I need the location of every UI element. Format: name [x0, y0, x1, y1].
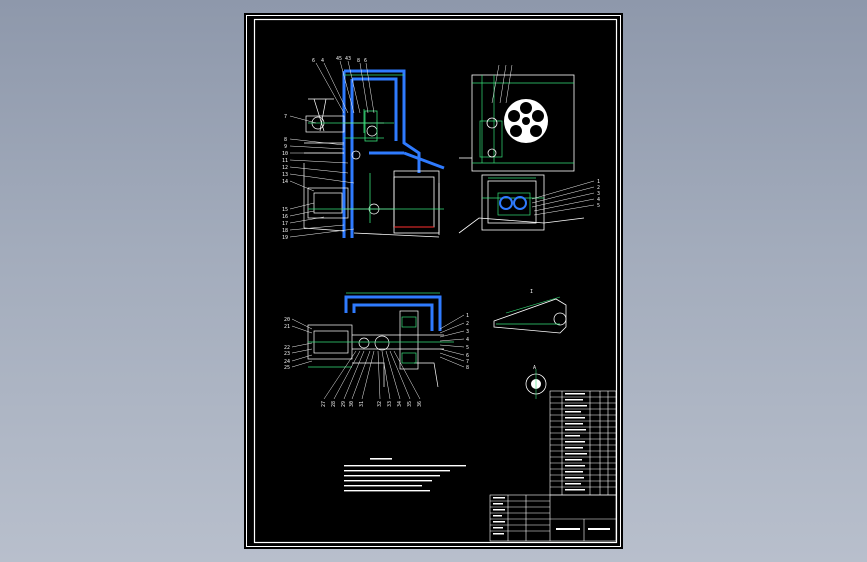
callout-label: 13 — [282, 172, 288, 178]
callout-label: 28 — [331, 401, 337, 407]
callout-label: 17 — [282, 221, 288, 227]
side-view: 1 2 3 4 5 — [458, 64, 600, 234]
callout-label: 34 — [397, 401, 403, 407]
notes-heading-line — [370, 458, 392, 460]
callout-label: 22 — [284, 345, 290, 351]
callout-label: 32 — [377, 401, 383, 407]
left-leaders — [289, 115, 355, 238]
callout-label: 4 — [597, 197, 600, 203]
lever-detail: I — [493, 289, 567, 334]
left-callout-labels: 7 8 9 10 11 12 13 14 15 16 17 18 19 — [282, 114, 288, 241]
callout-label: 35 — [407, 401, 413, 407]
sheet-frame — [246, 15, 621, 547]
callout-label: 9 — [284, 144, 287, 150]
notes-line — [344, 470, 450, 472]
notes-line — [344, 465, 466, 467]
callout-label: 6 — [364, 58, 367, 64]
side-leaders — [491, 64, 595, 216]
title-block-drawing-number — [588, 528, 610, 530]
callout-label: 3 — [597, 191, 600, 197]
title-block — [489, 494, 617, 542]
top-callout-labels: 6 4 45 43 8 6 — [312, 56, 367, 64]
callout-label: 8 — [466, 365, 469, 371]
notes-line — [344, 480, 432, 482]
callout-label: 8 — [284, 137, 287, 143]
callout-label: 20 — [284, 317, 290, 323]
notes-line — [344, 475, 440, 477]
notes-line — [344, 490, 430, 492]
callout-label: 18 — [282, 228, 288, 234]
callout-label: 23 — [284, 351, 290, 357]
lower-bottom-leaders — [323, 350, 421, 400]
callout-label: 45 — [336, 56, 342, 62]
roller-pair — [497, 192, 531, 216]
side-outline — [458, 74, 585, 234]
callout-label: 16 — [282, 214, 288, 220]
parts-list-entries — [565, 393, 587, 491]
callout-label: 6 — [466, 353, 469, 359]
circle-detail-label: A — [533, 365, 536, 371]
callout-label: 30 — [349, 401, 355, 407]
callout-label: 36 — [417, 401, 423, 407]
lower-section-view: 20 21 22 23 24 25 — [284, 292, 469, 407]
callout-label: 24 — [284, 359, 290, 365]
lower-right-labels: 1 2 3 4 5 6 7 8 — [466, 313, 469, 371]
callout-label: 33 — [387, 401, 393, 407]
callout-label: 1 — [597, 179, 600, 185]
lower-outline — [307, 310, 444, 388]
circle-detail: A — [525, 365, 547, 399]
top-leaders — [315, 60, 375, 114]
callout-label: 2 — [466, 321, 469, 327]
callout-label: 4 — [321, 58, 324, 64]
callout-label: 19 — [282, 235, 288, 241]
callout-label: 10 — [282, 151, 288, 157]
drawing-sheet: 6 4 45 43 8 6 — [244, 13, 623, 549]
callout-label: 14 — [282, 179, 288, 185]
callout-label: 6 — [312, 58, 315, 64]
callout-label: 5 — [466, 345, 469, 351]
technical-notes — [344, 458, 466, 492]
callout-label: 43 — [345, 56, 351, 62]
lower-left-leaders — [291, 318, 313, 368]
assembly-drawing: 6 4 45 43 8 6 — [246, 15, 621, 547]
front-section-view: 6 4 45 43 8 6 — [282, 56, 445, 241]
lever-detail-label: I — [530, 289, 533, 295]
side-callout-labels: 1 2 3 4 5 — [597, 179, 600, 209]
callout-label: 21 — [284, 324, 290, 330]
callout-label: 27 — [321, 401, 327, 407]
callout-label: 11 — [282, 158, 288, 164]
callout-label: 31 — [359, 401, 365, 407]
callout-label: 29 — [341, 401, 347, 407]
callout-label: 8 — [357, 58, 360, 64]
callout-label: 1 — [466, 313, 469, 319]
callout-label: 3 — [466, 329, 469, 335]
callout-label: 12 — [282, 165, 288, 171]
title-block-drawing-name — [556, 528, 580, 530]
title-block-entries — [493, 497, 610, 535]
lower-left-labels: 20 21 22 23 24 25 — [284, 317, 290, 371]
lower-dimension-lines — [308, 292, 454, 368]
lower-housing — [344, 295, 442, 331]
callout-label: 5 — [597, 203, 600, 209]
callout-label: 25 — [284, 365, 290, 371]
callout-label: 15 — [282, 207, 288, 213]
wheel-assembly — [486, 99, 548, 158]
left-mechanism — [303, 98, 394, 232]
lower-bottom-labels: 27 28 29 30 31 32 33 34 35 36 — [321, 401, 423, 407]
callout-label: 4 — [466, 337, 469, 343]
callout-label: 7 — [284, 114, 287, 120]
dimension-lines — [308, 74, 444, 223]
notes-line — [344, 485, 422, 487]
parts-list — [549, 390, 617, 496]
callout-label: 2 — [597, 185, 600, 191]
lower-right-leaders — [439, 314, 465, 368]
callout-label: 7 — [466, 359, 469, 365]
